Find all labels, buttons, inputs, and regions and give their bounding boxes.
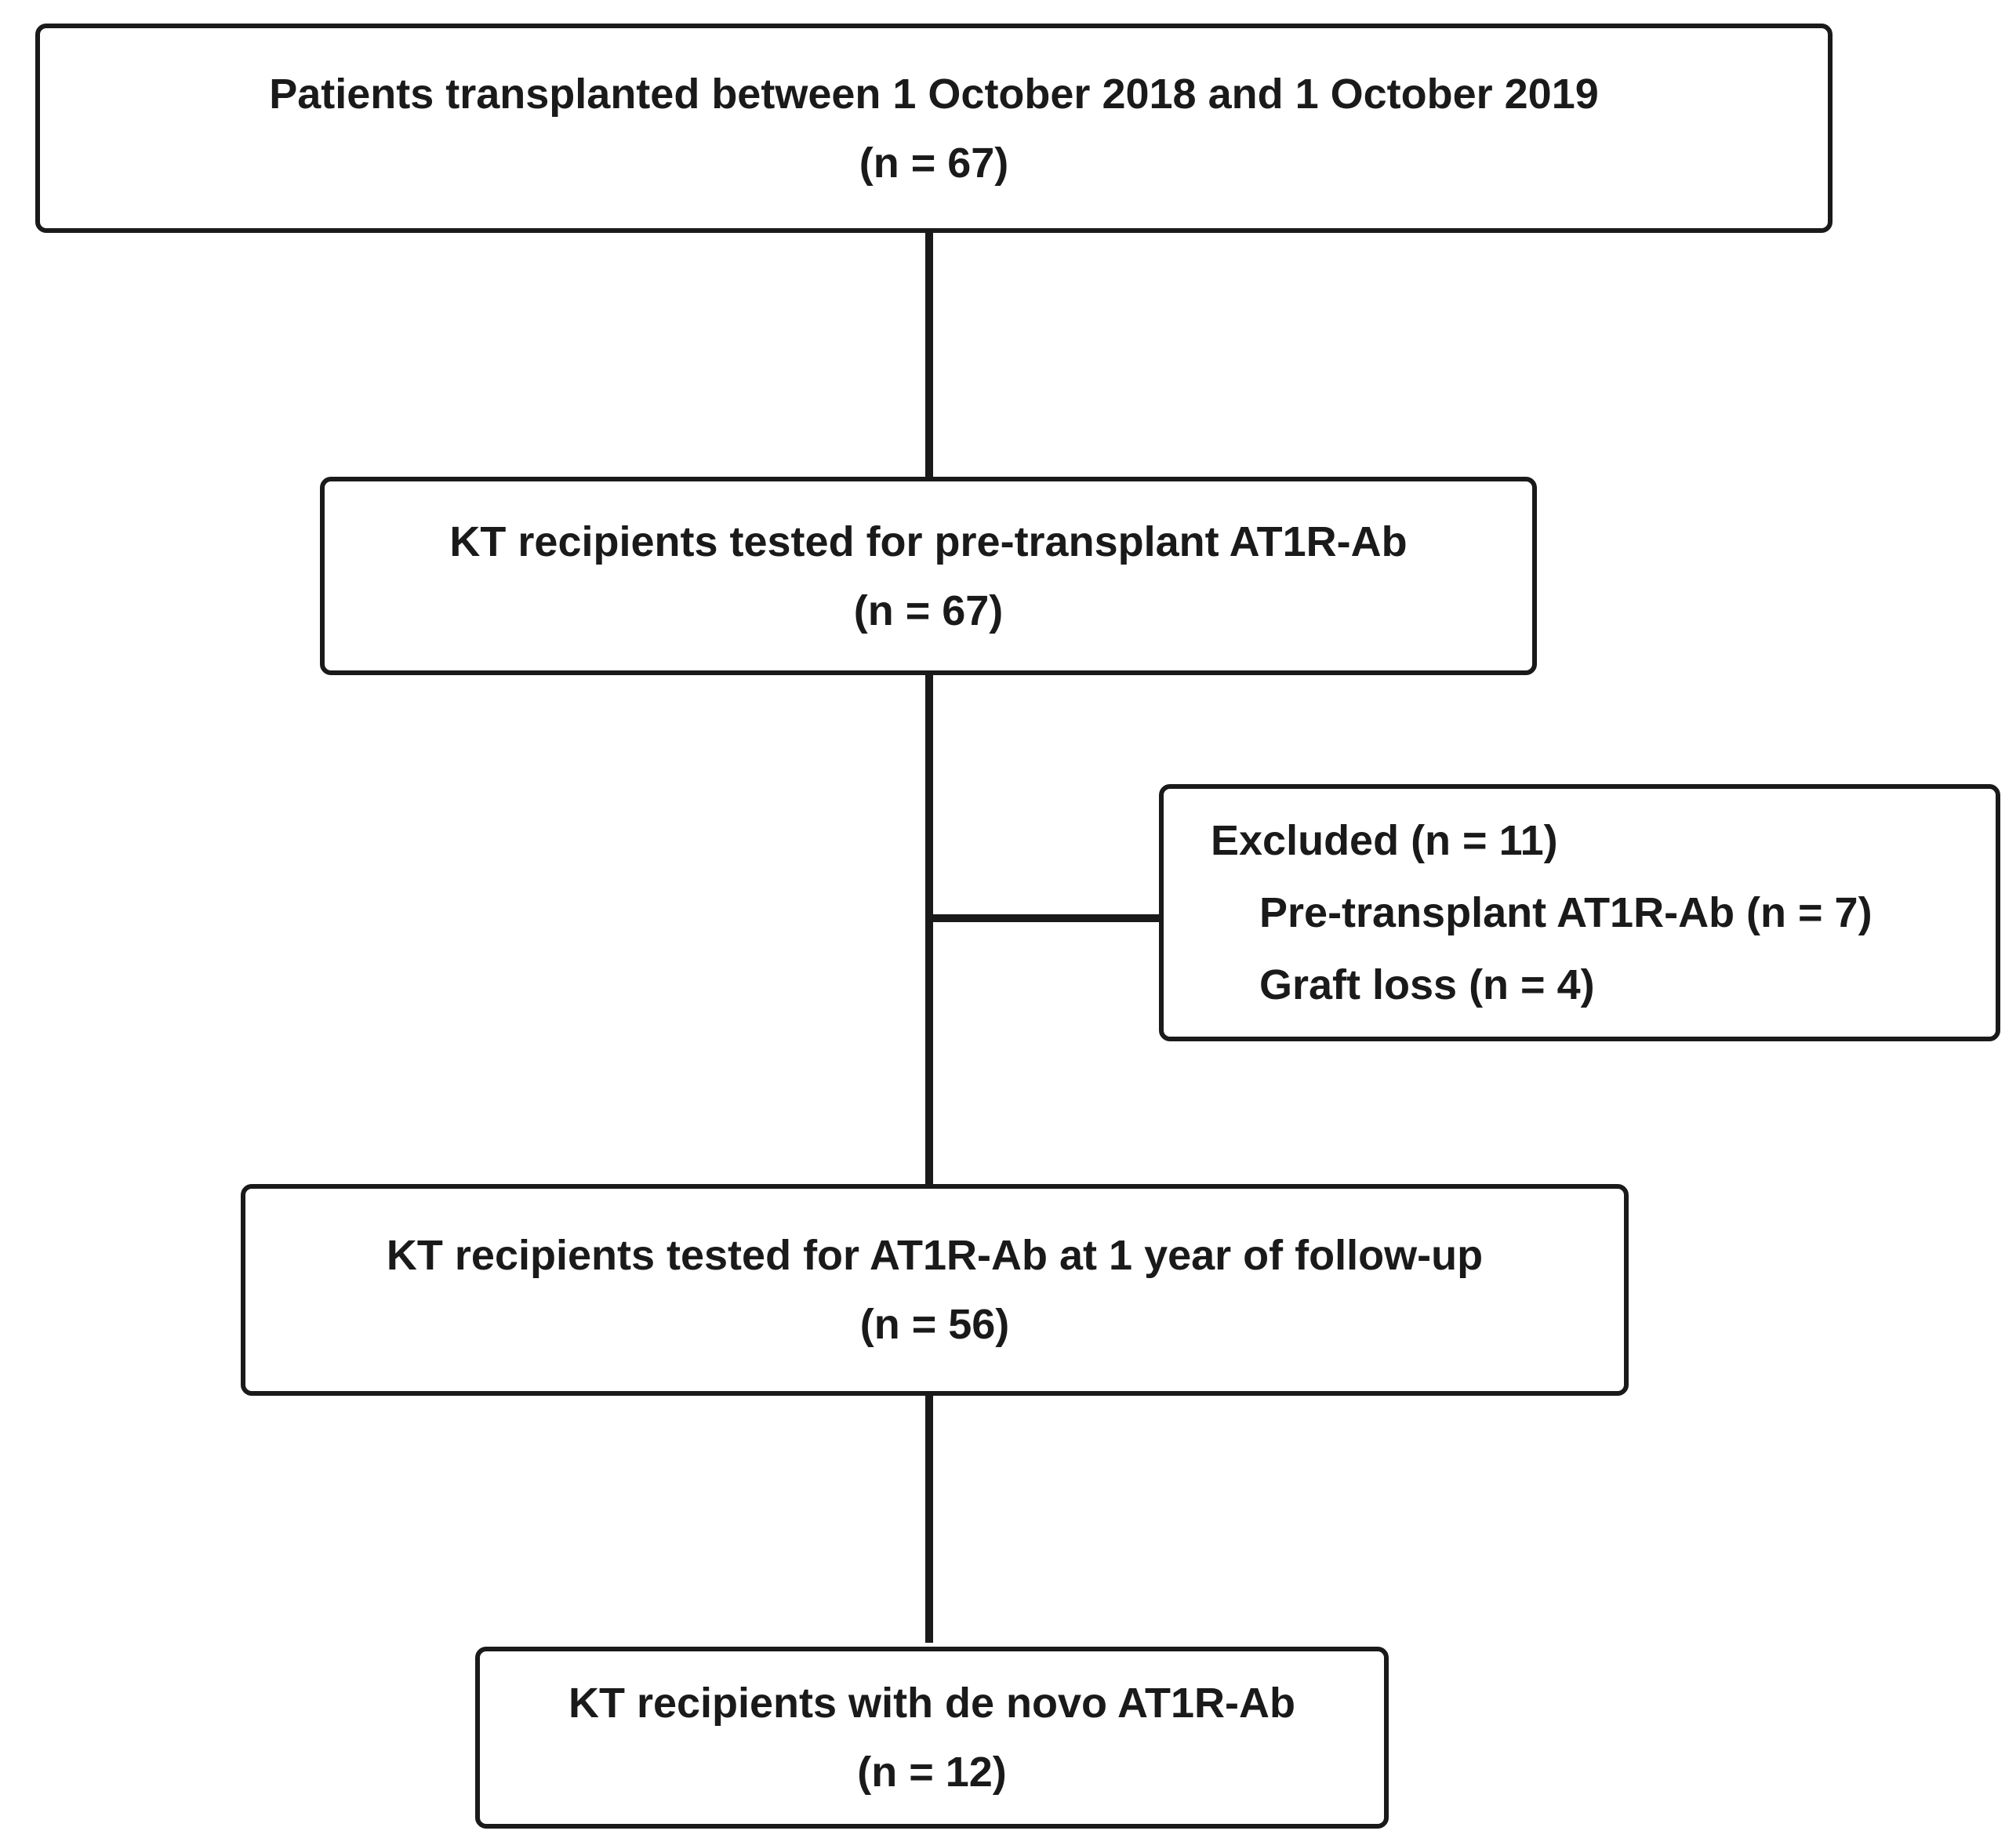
flow-box-pretransplant-tested: KT recipients tested for pre-transplant … — [320, 477, 1537, 675]
connector-box1-box2 — [925, 227, 933, 478]
excluded-title: Excluded (n = 11) — [1211, 817, 1558, 864]
box-count: (n = 67) — [853, 587, 1004, 634]
box-title: KT recipients tested for pre-transplant … — [449, 518, 1408, 565]
connector-box3-box4 — [925, 1392, 933, 1643]
box-count: (n = 56) — [859, 1301, 1010, 1348]
flow-box-excluded: Excluded (n = 11) Pre-transplant AT1R-Ab… — [1159, 784, 2000, 1041]
flow-box-followup-tested: KT recipients tested for AT1R-Ab at 1 ye… — [241, 1184, 1629, 1396]
box-count: (n = 12) — [857, 1749, 1007, 1796]
box-title: Patients transplanted between 1 October … — [269, 70, 1599, 118]
box-count: (n = 67) — [859, 139, 1009, 187]
box-title: KT recipients with de novo AT1R-Ab — [568, 1680, 1296, 1727]
connector-excluded-branch — [925, 914, 1161, 922]
excluded-item: Graft loss (n = 4) — [1259, 961, 1595, 1008]
flow-box-de-novo: KT recipients with de novo AT1R-Ab (n = … — [475, 1647, 1389, 1829]
box-title: KT recipients tested for AT1R-Ab at 1 ye… — [386, 1232, 1484, 1279]
excluded-item: Pre-transplant AT1R-Ab (n = 7) — [1259, 889, 1873, 936]
flow-box-transplanted-patients: Patients transplanted between 1 October … — [35, 24, 1833, 233]
connector-box2-box3 — [925, 670, 933, 1188]
